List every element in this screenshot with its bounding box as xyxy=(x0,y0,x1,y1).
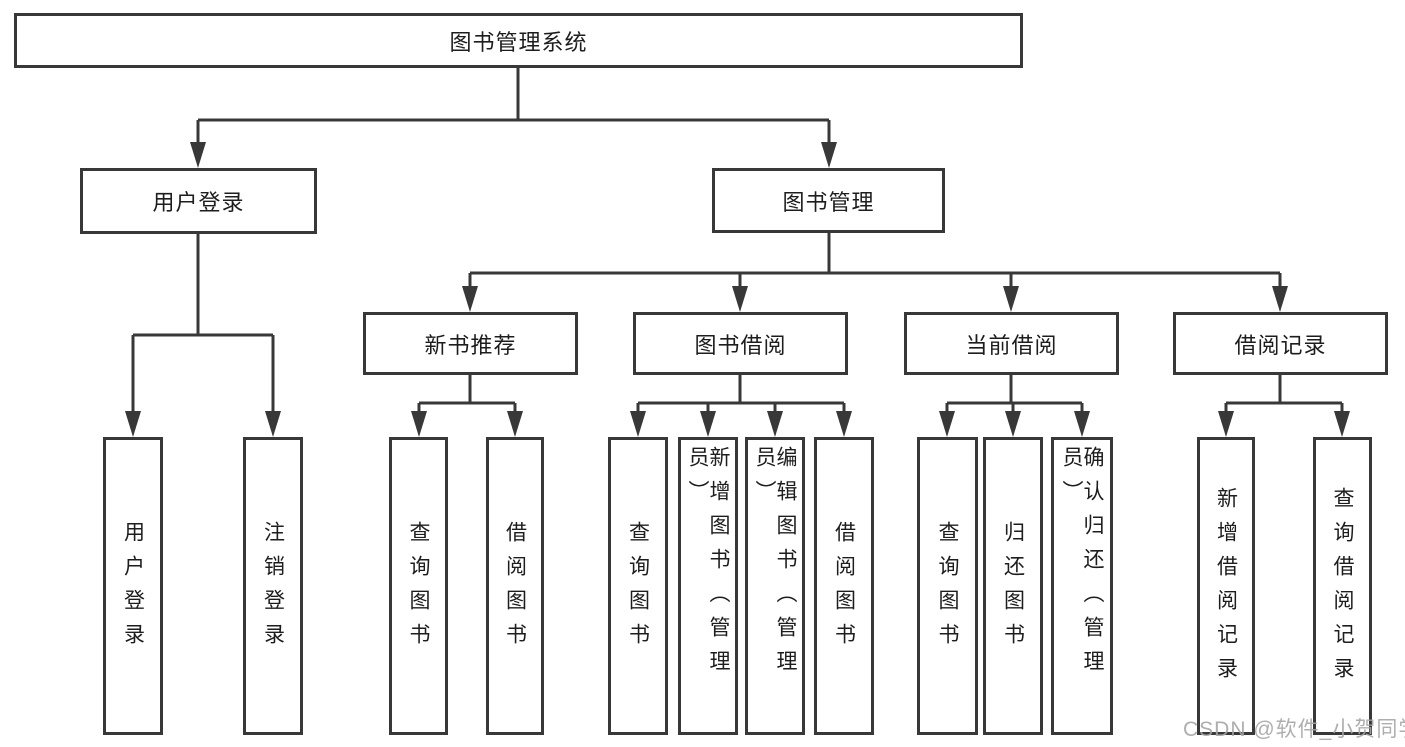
arrowheads-level2 xyxy=(190,142,837,168)
leaf-label: 借阅图书 xyxy=(832,521,856,657)
node-label: 当前借阅 xyxy=(965,332,1058,358)
edge-newbooks-to-leaves xyxy=(417,375,517,417)
node-label: 借阅记录 xyxy=(1234,332,1327,358)
csdn-watermark: CSDN @软件_小贺同学 xyxy=(1183,718,1405,741)
leaf-add-books-admin: 新增图书（管理员） xyxy=(678,437,738,735)
leaf-label: 新增借阅记录 xyxy=(1214,487,1238,691)
leaf-label: 借阅图书 xyxy=(503,521,527,657)
arrowheads-userlogin-leaves xyxy=(125,411,281,437)
node-label: 用户登录 xyxy=(152,190,245,215)
leaf-label: 归还图书 xyxy=(1001,521,1025,657)
node-label: 图书管理系统 xyxy=(449,29,588,55)
leaf-borrow-books-borrowing: 借阅图书 xyxy=(814,437,874,735)
leaf-add-borrow-record: 新增借阅记录 xyxy=(1197,437,1255,735)
leaf-confirm-return-admin: 确认归还（管理员） xyxy=(1051,437,1113,735)
edge-records-to-leaves xyxy=(1224,375,1344,417)
node-new-book-recommend: 新书推荐 xyxy=(363,312,578,375)
edge-bookmgmt-to-level3 xyxy=(468,233,1282,292)
leaf-user-login: 用户登录 xyxy=(103,437,163,735)
leaf-label: 查询借阅记录 xyxy=(1331,487,1354,691)
leaf-query-books-current: 查询图书 xyxy=(917,437,978,735)
leaf-label: 查询图书 xyxy=(407,521,430,657)
arrowheads-current-leaves xyxy=(939,411,1090,437)
edge-bookborrow-to-leaves xyxy=(636,375,846,417)
leaf-label: 用户登录 xyxy=(121,521,145,657)
edge-userlogin-to-leaves xyxy=(131,234,275,417)
leaf-logout: 注销登录 xyxy=(243,437,303,735)
arrowheads-bookborrow-leaves xyxy=(630,411,852,437)
leaf-label: 注销登录 xyxy=(261,521,285,657)
arrowheads-newbooks-leaves xyxy=(411,411,523,437)
leaf-label: 新增图书（管理员） xyxy=(686,446,730,684)
node-label: 图书管理 xyxy=(782,189,875,215)
leaf-query-borrow-record: 查询借阅记录 xyxy=(1313,437,1372,735)
node-library-management-system: 图书管理系统 xyxy=(14,13,1023,68)
node-book-management: 图书管理 xyxy=(712,168,945,233)
leaf-label: 查询图书 xyxy=(626,521,650,657)
arrowheads-level3 xyxy=(462,286,1288,312)
leaf-label: 确认归还（管理员） xyxy=(1060,446,1104,684)
node-current-borrowing: 当前借阅 xyxy=(904,312,1119,375)
leaf-query-books-newbooks: 查询图书 xyxy=(389,437,448,735)
leaf-label: 查询图书 xyxy=(936,521,959,657)
leaf-borrow-books-newbooks: 借阅图书 xyxy=(486,437,544,735)
node-label: 新书推荐 xyxy=(424,332,517,358)
node-label: 图书借阅 xyxy=(694,332,787,358)
node-book-borrowing: 图书借阅 xyxy=(633,312,848,375)
edge-root-to-level2 xyxy=(196,67,831,148)
leaf-query-books-borrowing: 查询图书 xyxy=(608,437,668,735)
leaf-label: 编辑图书（管理员） xyxy=(753,446,797,684)
edge-current-to-leaves xyxy=(945,375,1084,417)
leaf-return-books: 归还图书 xyxy=(983,437,1043,735)
leaf-edit-books-admin: 编辑图书（管理员） xyxy=(745,437,805,735)
arrowheads-records-leaves xyxy=(1218,411,1350,437)
node-borrowing-records: 借阅记录 xyxy=(1173,312,1388,375)
node-user-login: 用户登录 xyxy=(80,168,317,234)
